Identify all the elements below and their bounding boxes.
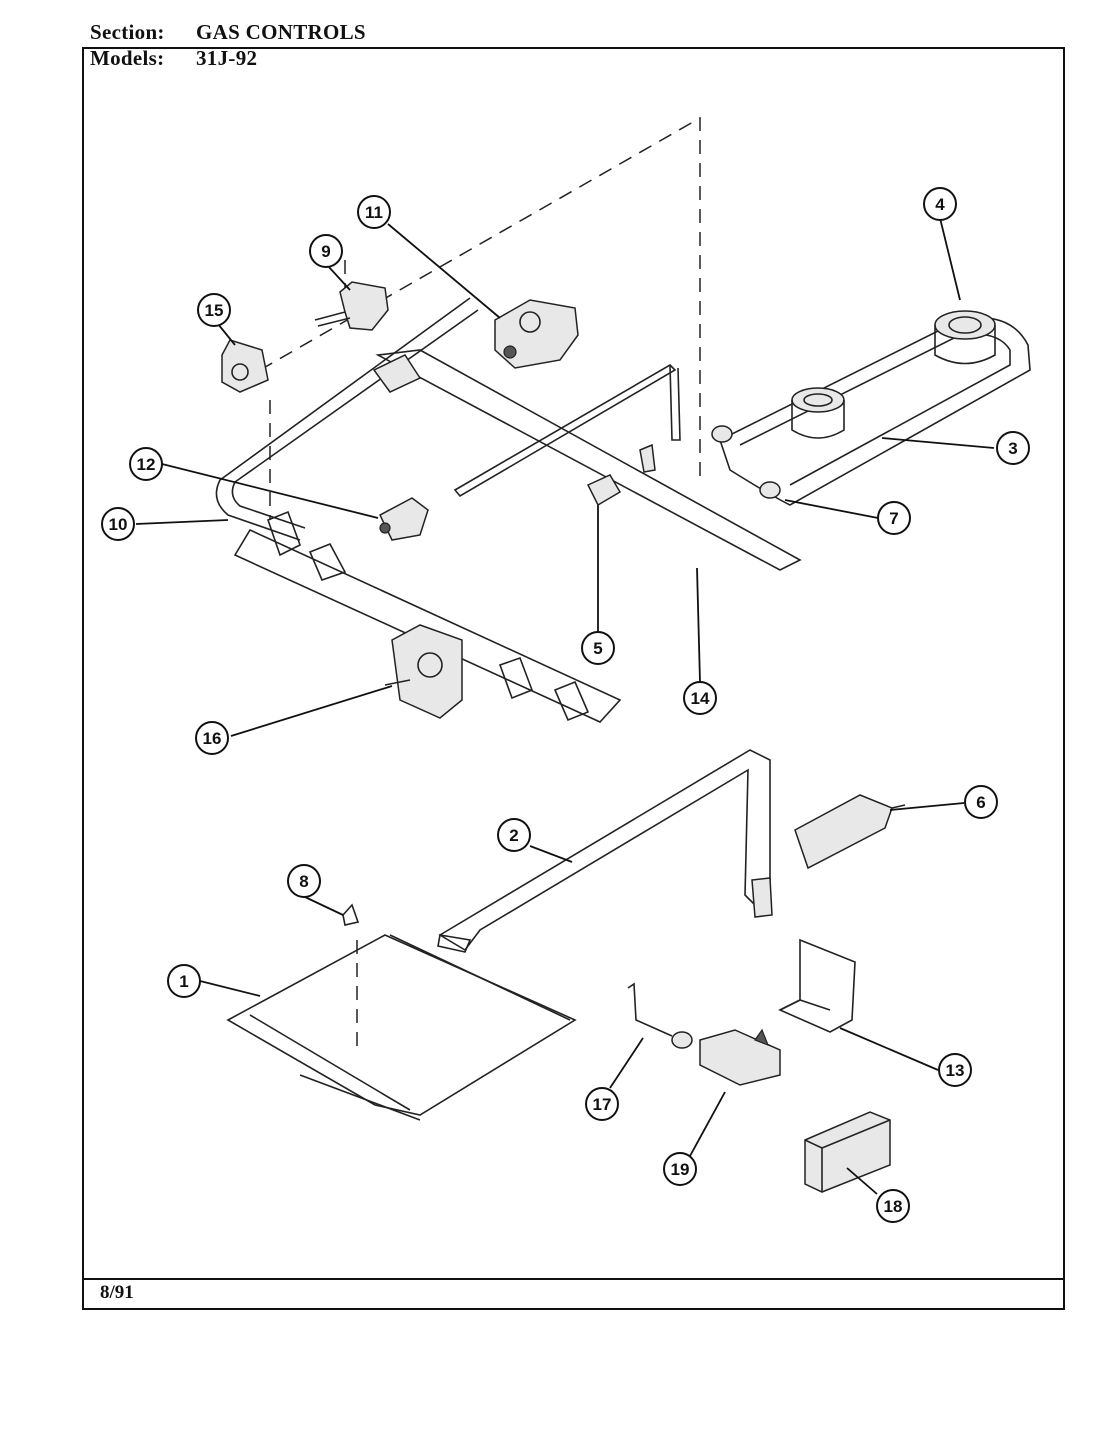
svg-text:9: 9 <box>321 242 330 261</box>
callout-7: 7 <box>877 501 911 535</box>
part-5-orifice <box>586 443 656 507</box>
svg-text:5: 5 <box>593 639 602 658</box>
svg-text:14: 14 <box>691 689 710 708</box>
part-18-control-module <box>804 1111 891 1193</box>
part-19-safety-valve <box>699 1028 781 1086</box>
burner-valve-rail <box>233 510 622 723</box>
svg-text:16: 16 <box>203 729 222 748</box>
svg-text:11: 11 <box>365 203 383 222</box>
part-3-burner-pan <box>719 317 1031 506</box>
part-6-igniter <box>794 794 906 870</box>
part-2-bake-burner-tube <box>437 749 773 953</box>
callout-18: 18 <box>876 1189 910 1223</box>
callout-11: 11 <box>357 195 391 229</box>
leader-lines <box>135 217 995 1195</box>
part-8-clip <box>342 903 360 926</box>
models-value: 31J-92 <box>196 46 258 70</box>
callout-8: 8 <box>287 864 321 898</box>
callout-13: 13 <box>938 1053 972 1087</box>
part-16-thermostat <box>384 624 463 719</box>
revision-date: 8/91 <box>100 1282 134 1303</box>
part-7-burner-orifice <box>711 425 781 499</box>
part-13-bracket <box>778 938 856 1033</box>
callout-19: 19 <box>663 1152 697 1186</box>
svg-text:3: 3 <box>1008 439 1017 458</box>
svg-text:7: 7 <box>889 509 898 528</box>
section-label: Section: <box>90 20 165 44</box>
callout-6: 6 <box>964 785 998 819</box>
part-1-burner-baffle <box>226 934 577 1121</box>
part-15-switch <box>221 339 269 393</box>
svg-text:18: 18 <box>884 1197 903 1216</box>
svg-text:8: 8 <box>299 872 308 891</box>
callout-17: 17 <box>585 1087 619 1121</box>
callout-15: 15 <box>197 293 231 327</box>
models-label: Models: <box>90 46 165 70</box>
svg-text:12: 12 <box>137 455 156 474</box>
svg-text:4: 4 <box>935 195 945 214</box>
svg-text:10: 10 <box>109 515 128 534</box>
footer-divider <box>82 1278 1065 1280</box>
section-title: GAS CONTROLS <box>196 20 366 44</box>
part-9-valve-body <box>314 281 389 331</box>
svg-text:6: 6 <box>976 793 985 812</box>
callout-3: 3 <box>996 431 1030 465</box>
part-12-valve <box>379 497 429 541</box>
svg-text:15: 15 <box>205 301 224 320</box>
callout-14: 14 <box>683 681 717 715</box>
callout-2: 2 <box>497 818 531 852</box>
svg-text:19: 19 <box>671 1160 690 1179</box>
svg-text:17: 17 <box>593 1095 612 1114</box>
callout-1: 1 <box>167 964 201 998</box>
callout-16: 16 <box>195 721 229 755</box>
svg-text:2: 2 <box>509 826 518 845</box>
callout-4: 4 <box>923 187 957 221</box>
part-4-burner-head <box>791 310 996 439</box>
diagram-frame <box>82 47 1065 1310</box>
svg-text:1: 1 <box>179 972 188 991</box>
callout-12: 12 <box>129 447 163 481</box>
part-17-tube-fitting <box>627 982 693 1049</box>
callout-10: 10 <box>101 507 135 541</box>
callout-5: 5 <box>581 631 615 665</box>
svg-text:13: 13 <box>946 1061 965 1080</box>
callout-9: 9 <box>309 234 343 268</box>
part-11-pressure-regulator <box>494 299 579 369</box>
